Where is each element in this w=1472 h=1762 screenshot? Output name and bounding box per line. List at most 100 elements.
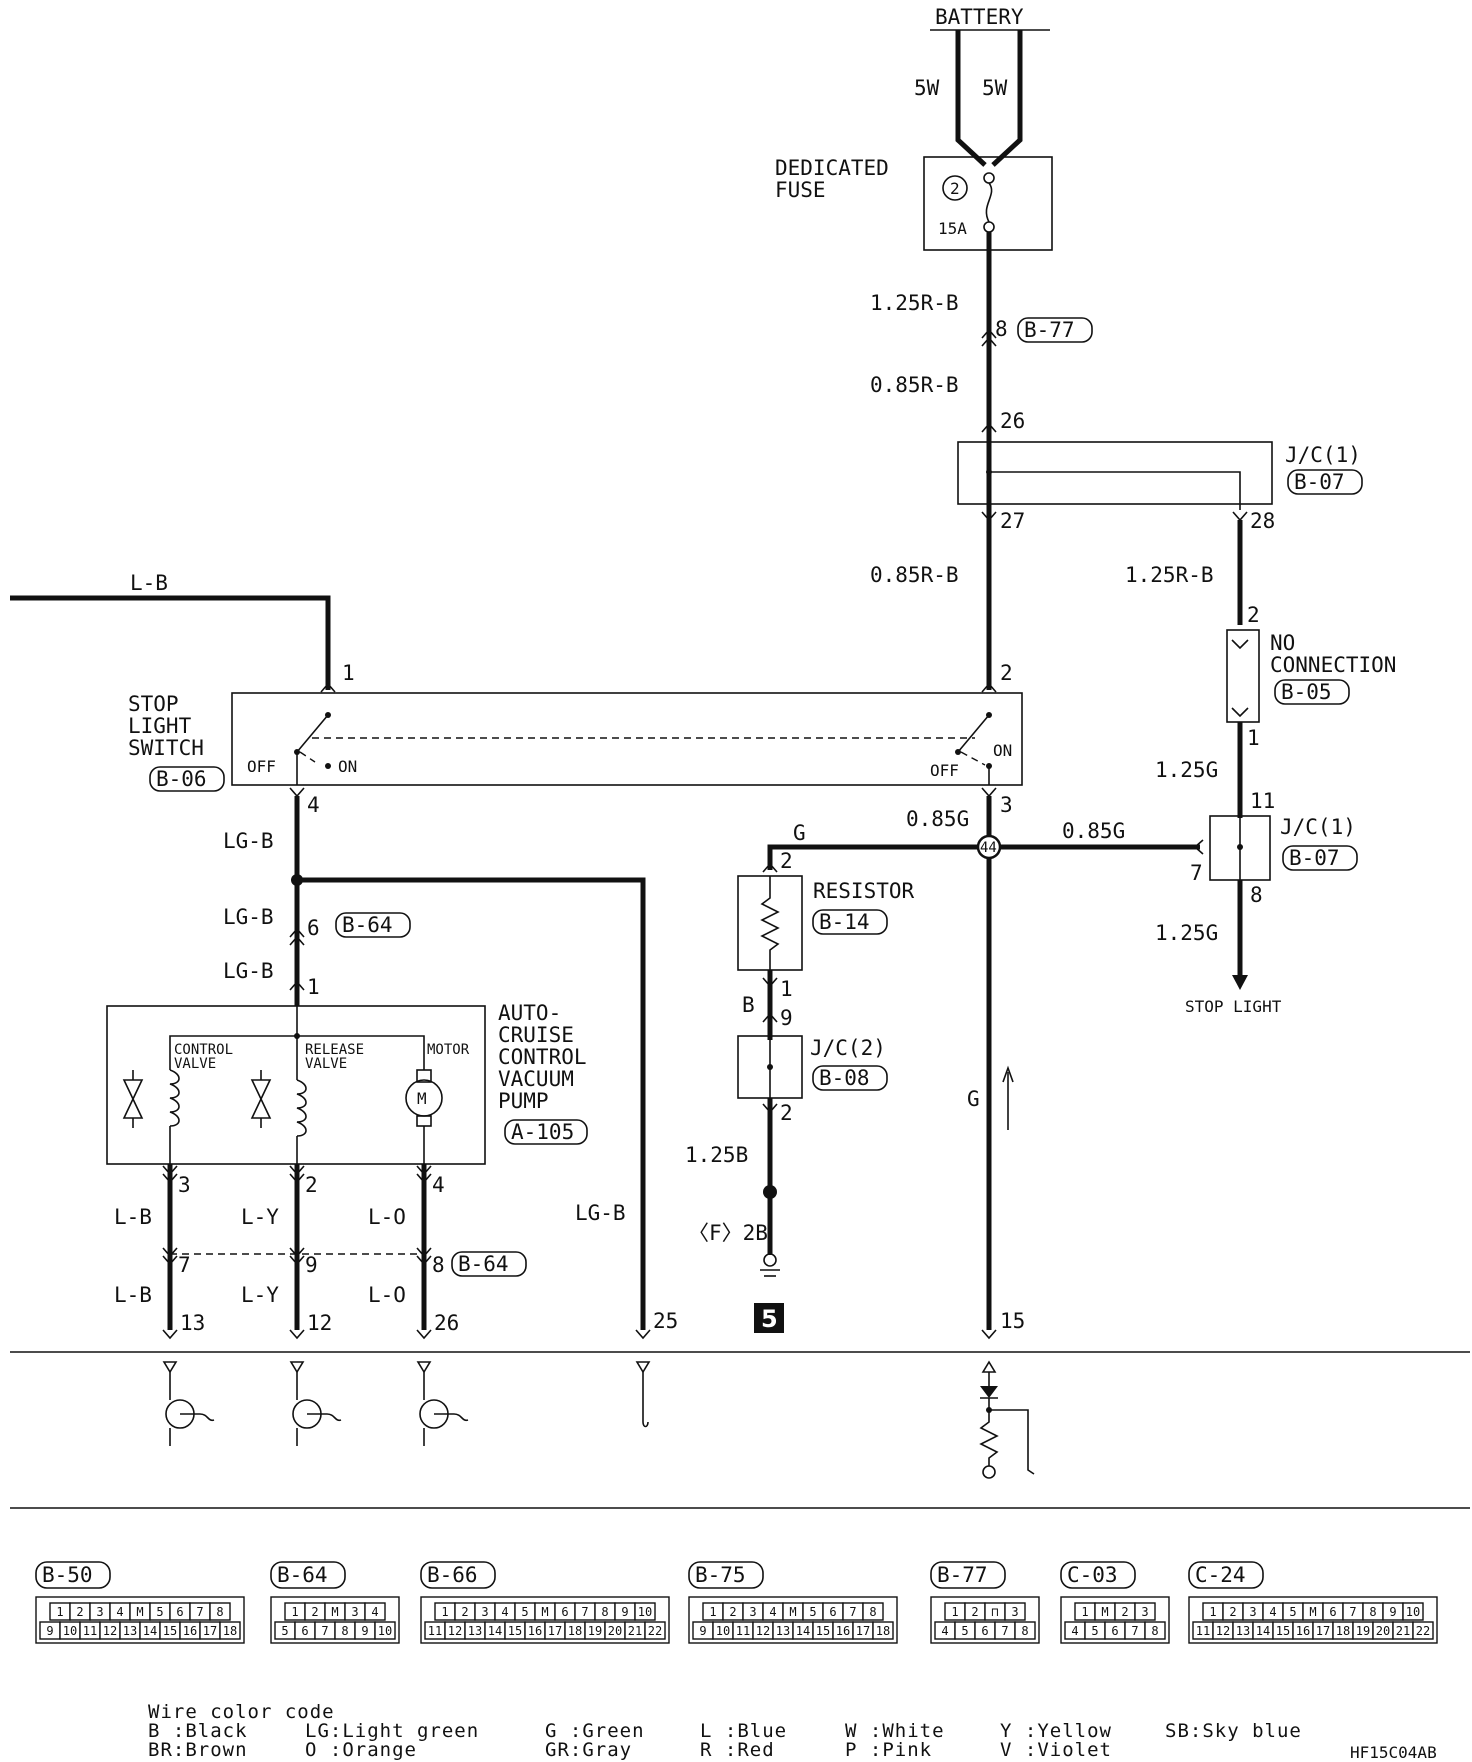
pump-label-4: VACUUM — [498, 1067, 574, 1091]
connector-pin: 11 — [428, 1624, 442, 1638]
connector-pin: 2 — [1121, 1605, 1128, 1619]
connector-pin: 7 — [321, 1624, 328, 1638]
legend-b: B :Black — [148, 1720, 248, 1742]
connector-pin: 8 — [601, 1605, 608, 1619]
connector-pin: 3 — [1011, 1605, 1018, 1619]
vacuum-pump: AUTO- CRUISE CONTROL VACUUM PUMP A-105 C… — [106, 1001, 588, 1165]
wire-lgb-3: LG-B — [223, 959, 274, 983]
connector-pin: 21 — [628, 1624, 642, 1638]
connector-pin: 15 — [508, 1624, 522, 1638]
connector-pin: 6 — [829, 1605, 836, 1619]
connector-pin: 11 — [1196, 1624, 1210, 1638]
connector-pin: 1 — [56, 1605, 63, 1619]
stop-light-switch: STOP LIGHT SWITCH B-06 OFF ON OFF ON — [128, 692, 1023, 792]
connector-pin: 10 — [63, 1624, 77, 1638]
sw-pin-2: 2 — [1000, 661, 1013, 685]
doc-code: HF15C04AB — [1350, 1743, 1437, 1762]
jc2-label: J/C(2) — [810, 1036, 886, 1060]
sls-label-3: SWITCH — [128, 736, 204, 760]
connector-pin: 7 — [849, 1605, 856, 1619]
wire-lb-b: L-B — [114, 1283, 152, 1307]
connector-pin: 8 — [1369, 1605, 1376, 1619]
battery-label: BATTERY — [935, 5, 1024, 29]
connector-pin: 4 — [1071, 1624, 1078, 1638]
connector-pin: 8 — [216, 1605, 223, 1619]
on-left: ON — [338, 757, 357, 776]
connector-pin: M — [1101, 1605, 1108, 1619]
wire-b-res: B — [742, 993, 755, 1017]
conn-b06: B-06 — [156, 767, 207, 791]
connector-pin: 13 — [1236, 1624, 1250, 1638]
nc-pin-2: 2 — [1247, 603, 1260, 627]
motor-symbol: M — [417, 1089, 427, 1108]
legend-l: L :Blue — [700, 1720, 787, 1742]
connector-pin: 5 — [1091, 1624, 1098, 1638]
no-connection: 2 NO CONNECTION B-05 1 — [1226, 603, 1396, 750]
connector-pin: 1 — [1081, 1605, 1088, 1619]
pin-j8: 8 — [1250, 883, 1263, 907]
pin-c9: 9 — [305, 1253, 318, 1277]
pin-e25: 25 — [653, 1309, 678, 1333]
connector-pin: 22 — [1416, 1624, 1430, 1638]
pin-26: 26 — [1000, 409, 1025, 433]
legend-y: Y :Yellow — [1000, 1720, 1112, 1742]
legend-v: V :Violet — [1000, 1739, 1112, 1761]
connector-pin: 17 — [203, 1624, 217, 1638]
connector-pin: 12 — [756, 1624, 770, 1638]
pin-28: 28 — [1250, 509, 1275, 533]
connector-pin: 4 — [769, 1605, 776, 1619]
connector-pin: 9 — [621, 1605, 628, 1619]
connector-pin: 2 — [311, 1605, 318, 1619]
connector-pin: 3 — [1249, 1605, 1256, 1619]
pin-jc9: 9 — [780, 1006, 793, 1030]
pin-r1: 1 — [780, 977, 793, 1001]
jc1-top: J/C(1) B-07 — [957, 441, 1363, 510]
motor-label: MOTOR — [427, 1042, 470, 1058]
conn-b08: B-08 — [819, 1066, 870, 1090]
stop-light-label: STOP LIGHT — [1185, 997, 1282, 1016]
pin-r2: 2 — [780, 849, 793, 873]
wire-085g-right: 0.85G — [1062, 819, 1125, 843]
ecu-pins: 13 12 26 25 15 — [162, 1309, 1025, 1340]
connector-pin: 9 — [699, 1624, 706, 1638]
pin-v2: 2 — [305, 1173, 318, 1197]
wire-b77-out: 0.85R-B — [870, 373, 959, 397]
connector-view-label: B-66 — [427, 1563, 478, 1587]
connector-pin: 2 — [76, 1605, 83, 1619]
connector-pin: 4 — [116, 1605, 123, 1619]
conn-b77-label: B-77 — [1024, 318, 1075, 342]
wire-125g-bottom: 1.25G — [1155, 921, 1218, 945]
release-valve-2: VALVE — [305, 1056, 347, 1072]
off-right: OFF — [930, 761, 959, 780]
pin-27: 27 — [1000, 509, 1025, 533]
wire-lo-b: L-O — [368, 1283, 406, 1307]
pump-label-3: CONTROL — [498, 1045, 587, 1069]
wire-f2b: 〈F〉2B — [688, 1221, 768, 1245]
pin-7: 7 — [1190, 861, 1203, 885]
connector-pin: 5 — [961, 1624, 968, 1638]
connector-pin: 16 — [183, 1624, 197, 1638]
ground-number: 5 — [761, 1305, 778, 1333]
conn-b05: B-05 — [1281, 680, 1332, 704]
connector-pin: 6 — [1329, 1605, 1336, 1619]
connector-pin: 6 — [1111, 1624, 1118, 1638]
pin-c7: 7 — [178, 1253, 191, 1277]
wire-ly-a: L-Y — [241, 1205, 279, 1229]
pin-e15: 15 — [1000, 1309, 1025, 1333]
conn-a105: A-105 — [511, 1120, 574, 1144]
fuse-rating: 15A — [938, 219, 967, 238]
connector-pin: 8 — [1151, 1624, 1158, 1638]
connector-pin: 8 — [869, 1605, 876, 1619]
pin-v3: 3 — [178, 1173, 191, 1197]
connector-view-label: B-50 — [42, 1563, 93, 1587]
connector-pin: 14 — [796, 1624, 810, 1638]
wire-lgb-2: LG-B — [223, 905, 274, 929]
pin-b64-6: 6 — [307, 916, 320, 940]
pin-e13: 13 — [180, 1311, 205, 1335]
connector-pin: 5 — [1289, 1605, 1296, 1619]
connector-pin: 6 — [981, 1624, 988, 1638]
